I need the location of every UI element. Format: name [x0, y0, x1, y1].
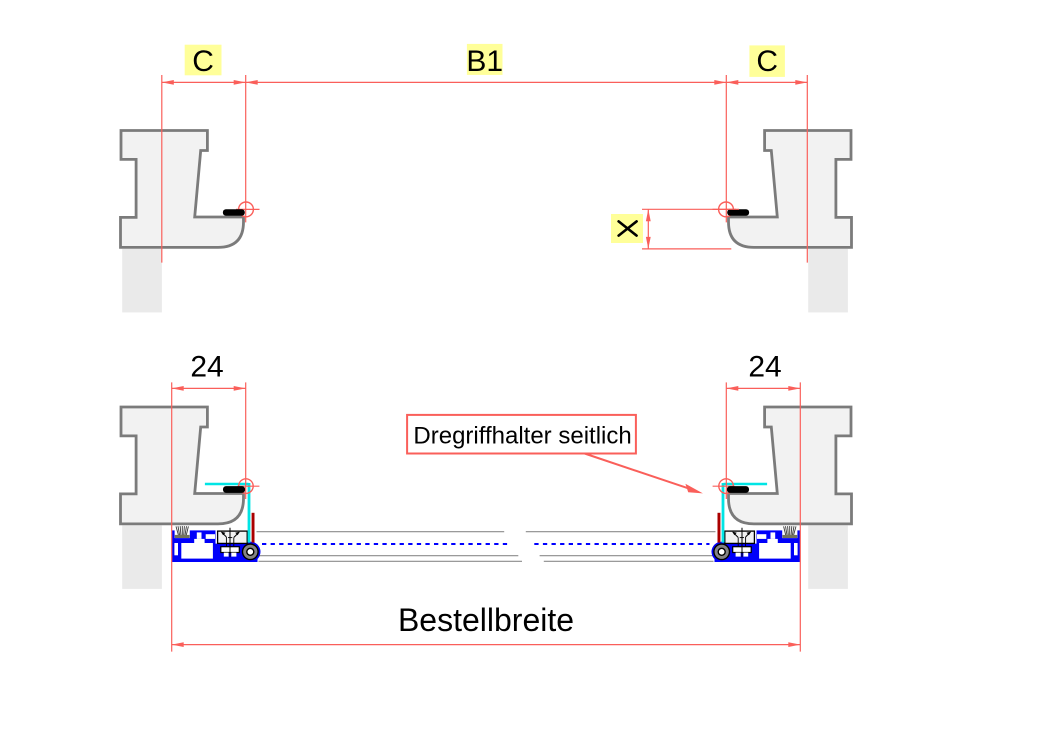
svg-text:B1: B1: [466, 45, 503, 78]
svg-text:C: C: [756, 45, 778, 78]
svg-text:24: 24: [748, 351, 781, 384]
svg-text:Dregriffhalter seitlich: Dregriffhalter seitlich: [413, 423, 631, 450]
svg-text:24: 24: [190, 351, 223, 384]
svg-text:C: C: [192, 45, 214, 78]
svg-text:Bestellbreite: Bestellbreite: [398, 602, 574, 638]
